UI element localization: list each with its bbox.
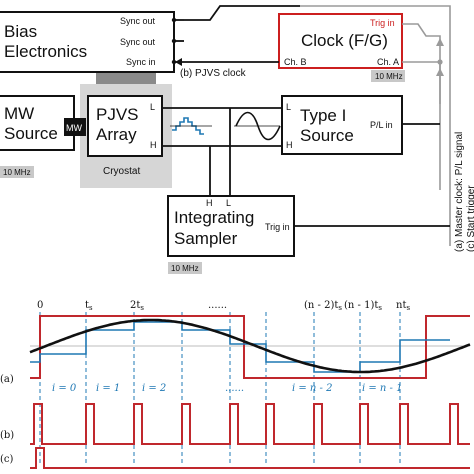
pjvs-array-block [87,95,163,157]
pjvs-port-l: L [150,102,155,112]
sine-trace [29,318,471,374]
bias-electronics-block [0,11,175,73]
clock-ref-tag [371,70,405,82]
time-tick-label: (n - 2)ts [304,300,342,312]
mw-port-connector [64,118,86,136]
time-tick-label: 0 [37,300,43,311]
start-trigger-trace [30,447,470,469]
typei-title-line2: Source [300,126,354,145]
row-label: (c) [0,454,14,465]
mw-ref-tag-text: 10 MHz [3,168,31,177]
time-tick-label: 2ts [130,300,144,312]
arrowhead [175,58,182,66]
bias-title-line2: Electronics [4,42,87,61]
pjvs-title-line1: PJVS [96,105,139,124]
clock-port-ch-b: Ch. B [284,57,307,67]
timing-diagram: 0 ts 2ts...... (n - 2)ts(n - 1)ts nts i = 0 i … [0,300,471,469]
bias-title-line1: Bias [4,22,37,41]
time-tick-label: nts [396,300,410,312]
mw-title-line1: MW [4,104,34,123]
junction-dot [437,59,443,65]
cryostat-bias-cables [96,72,156,84]
pjvs-clock-label: (b) PJVS clock [180,68,247,79]
start-trigger-wire [300,5,451,246]
clock-fg-block [278,13,403,69]
typei-title-line1: Type I [300,106,346,125]
sampler-port-l: L [226,198,231,208]
time-tick-label: ts [85,300,93,312]
row-label: (a) [0,374,14,385]
sampler-port-h: H [206,198,213,208]
row-label: (b) [0,430,14,441]
time-tick-label: (n - 1)ts [344,300,382,312]
bias-port-sync-in: Sync in [126,57,156,67]
sync-out-wire [184,5,300,21]
master-clock-label: (a) Master clock: P/L signal [454,132,465,252]
pjvs-clock-trace [30,403,470,445]
interval-index-label: i = 1 [96,383,120,394]
sampler-title-line2: Sampler [174,229,238,248]
interval-index-label: i = 0 [52,383,77,394]
sampler-title-line1: Integrating [174,208,254,227]
typei-port-h: H [286,140,293,150]
sampler-port-trig-in: Trig in [265,222,290,232]
interval-index-label: i = n - 2 [292,383,332,394]
time-tick-label: ...... [208,300,227,311]
arrowhead [436,68,444,76]
interval-index-label: ...... [225,383,244,394]
typei-port-pl-in: P/L in [370,120,393,130]
bias-port-sync-out-2: Sync out [120,37,156,47]
mw-port-label: MW [66,123,82,133]
clock-ref-tag-text: 10 MHz [375,72,403,81]
mw-source-block [0,95,75,151]
start-trigger-label: (c) Start trigger [466,185,474,252]
arrowhead [436,38,444,46]
clock-port-trig-in: Trig in [370,18,395,28]
bias-port-sync-out-1: Sync out [120,16,156,26]
master-clock-wire [402,61,441,190]
pjvs-title-line2: Array [96,125,137,144]
interval-index-label: i = n - 1 [362,383,402,394]
pjvs-port-h: H [150,140,157,150]
cryostat-label: Cryostat [103,166,140,177]
clock-title: Clock (F/G) [301,31,388,50]
mw-title-line2: Source [4,124,58,143]
typei-port-l: L [286,102,291,112]
integrating-sampler-block [167,195,295,257]
sampler-ref-tag-text: 10 MHz [171,264,199,273]
mw-ref-tag [0,166,34,178]
master-clock-trace [30,315,470,379]
interval-index-label: i = 2 [142,383,166,394]
clock-port-ch-a: Ch. A [377,57,399,67]
type-i-source-block [281,95,403,155]
trig-in-wire [402,23,441,104]
sampler-ref-tag [168,262,202,274]
